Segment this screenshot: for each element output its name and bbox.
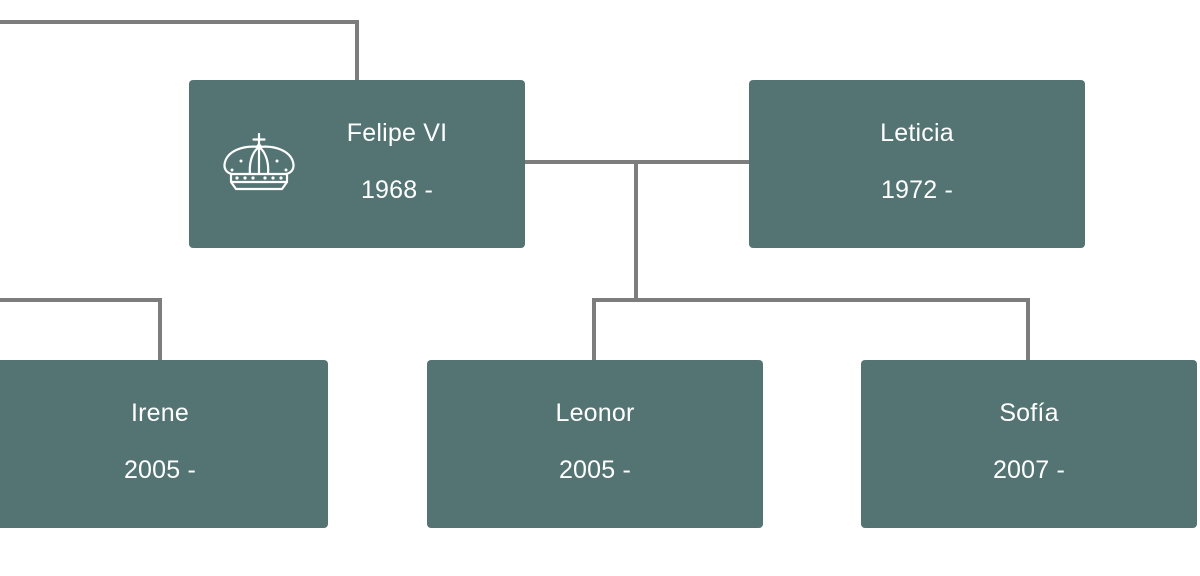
connector-felipe-to-ancestors	[0, 20, 359, 80]
person-card-felipe[interactable]: Felipe VI 1968 -	[189, 80, 525, 248]
person-years: 2007 -	[992, 456, 1066, 484]
person-name: Leonor	[555, 399, 635, 427]
person-card-leonor[interactable]: Leonor 2005 -	[427, 360, 763, 528]
person-name: Sofía	[999, 399, 1059, 427]
person-name: Leticia	[880, 119, 954, 147]
person-years: 1972 -	[880, 176, 954, 204]
person-years: 2005 -	[558, 456, 632, 484]
person-years: 2005 -	[123, 456, 197, 484]
person-card-leticia[interactable]: Leticia 1972 -	[749, 80, 1085, 248]
person-name: Irene	[131, 399, 189, 427]
person-card-irene[interactable]: Irene 2005 -	[0, 360, 328, 528]
person-years: 1968 -	[360, 176, 434, 204]
connector-irene-to-parents	[0, 298, 162, 360]
person-name: Felipe VI	[346, 119, 448, 147]
person-card-sofia[interactable]: Sofía 2007 -	[861, 360, 1197, 528]
crown-icon	[223, 132, 295, 191]
connector-children-bar	[592, 298, 1030, 360]
